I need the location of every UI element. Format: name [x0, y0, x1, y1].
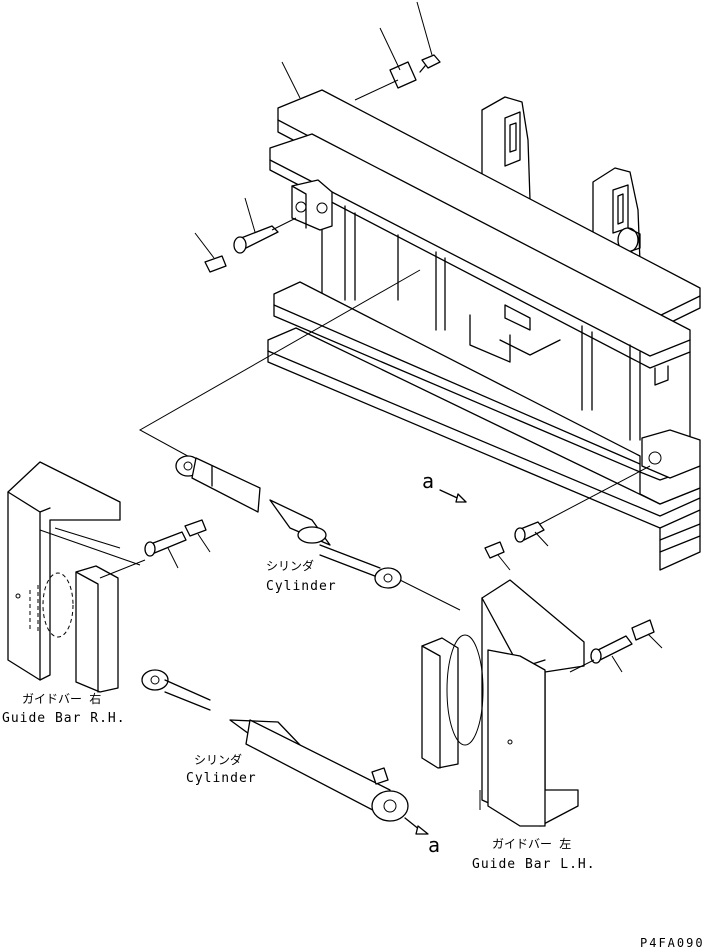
guide-bar-rh-label-en: Guide Bar R.H.: [2, 711, 126, 726]
pin-guide-lh: [569, 619, 663, 673]
reference-arrow-a-upper: [439, 489, 467, 503]
drawing-code: P4FA090: [640, 936, 705, 950]
pin-upper-right: [484, 465, 651, 571]
pin-upper-left: [194, 197, 297, 273]
guide-bar-lh-label-en: Guide Bar L.H.: [472, 857, 596, 872]
cylinder-upper: [175, 455, 461, 611]
cylinder-lower-label-jp: シリンダ: [194, 752, 242, 767]
reference-label-a-upper: a: [422, 469, 434, 493]
guide-bar-lh-label-jp: ガイドバー 左: [492, 836, 571, 851]
carriage-frame: [267, 89, 701, 571]
guide-bar-lh: [421, 579, 585, 827]
cylinder-lower-label-en: Cylinder: [186, 771, 257, 786]
cylinder-lower: [141, 669, 429, 835]
cylinder-upper-label-en: Cylinder: [266, 579, 337, 594]
guide-bar-rh: [7, 461, 141, 693]
cylinder-upper-label-jp: シリンダ: [266, 558, 314, 573]
pin-guide-rh: [99, 519, 211, 579]
guide-bar-rh-label-jp: ガイドバー 右: [22, 691, 101, 706]
plate-and-bolt: [281, 1, 441, 101]
reference-label-a-lower: a: [428, 833, 440, 857]
